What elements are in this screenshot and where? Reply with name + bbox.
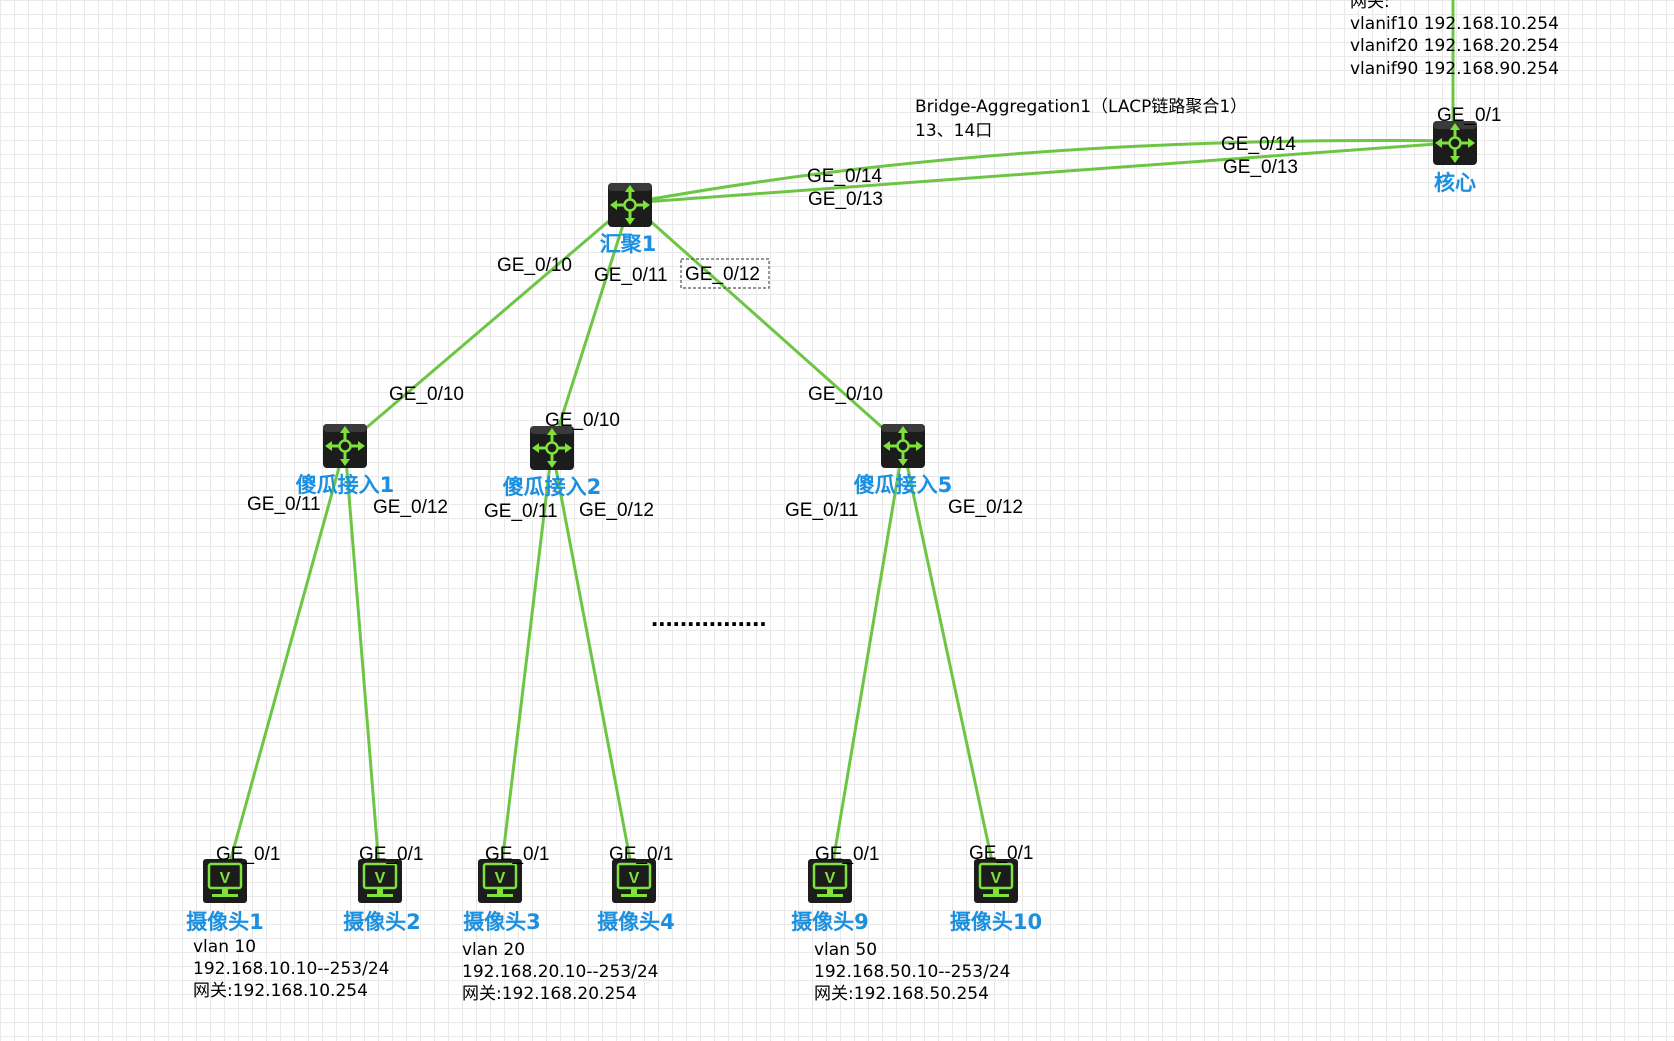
port-label: GE_0/10 <box>497 255 572 276</box>
port-label: GE_0/10 <box>389 384 464 405</box>
monitor-v-icon <box>806 857 854 905</box>
device-label-agg1: 汇聚1 <box>600 232 657 256</box>
device-label-cam4: 摄像头4 <box>597 910 675 934</box>
link-agg1-acc2 <box>550 202 632 449</box>
camera-note-range: 192.168.10.10--253/24 <box>193 959 389 979</box>
port-labels: GE_0/1 GE_0/14 GE_0/13 GE_0/14 GE_0/13 G… <box>216 105 1501 865</box>
camera-notes-group1: vlan 10 192.168.10.10--253/24 网关:192.168… <box>193 937 389 1001</box>
device-label-acc5: 傻瓜接入5 <box>854 473 953 497</box>
link-acc1-cam2 <box>343 445 382 881</box>
port-label: GE_0/1 <box>485 844 549 865</box>
core-vlanif20: vlanif20 192.168.20.254 <box>1350 36 1559 56</box>
device-cam2[interactable]: 摄像头2 <box>343 857 421 934</box>
device-label-acc1: 傻瓜接入1 <box>296 473 395 497</box>
device-cam1[interactable]: 摄像头1 <box>186 857 264 934</box>
camera-notes-group3: vlan 50 192.168.50.10--253/24 网关:192.168… <box>814 940 1010 1004</box>
device-acc5[interactable]: 傻瓜接入5 <box>854 422 953 497</box>
port-label: GE_0/14 <box>807 166 882 187</box>
device-cam9[interactable]: 摄像头9 <box>791 857 869 934</box>
device-label-cam9: 摄像头9 <box>791 910 869 934</box>
port-label: GE_0/13 <box>1223 157 1298 178</box>
link-agg1-acc1 <box>344 201 631 448</box>
link-acc5-cam9 <box>828 445 905 881</box>
device-label-cam10: 摄像头10 <box>950 910 1042 934</box>
camera-note-range: 192.168.20.10--253/24 <box>462 962 658 982</box>
aggregation-note-line1: Bridge-Aggregation1（LACP链路聚合1） <box>915 97 1247 117</box>
camera-note-vlan: vlan 10 <box>193 937 256 957</box>
port-label: GE_0/1 <box>969 843 1033 864</box>
link-acc2-cam3 <box>498 447 554 881</box>
core-vlanif90: vlanif90 192.168.90.254 <box>1350 59 1559 79</box>
port-label: GE_0/12 <box>579 500 654 521</box>
monitor-v-icon <box>476 857 524 905</box>
camera-notes-group2: vlan 20 192.168.20.10--253/24 网关:192.168… <box>462 940 658 1004</box>
port-label: GE_0/14 <box>1221 134 1296 155</box>
device-acc1[interactable]: 傻瓜接入1 <box>296 422 395 497</box>
port-label: GE_0/11 <box>247 494 321 515</box>
link-acc2-cam4 <box>550 447 636 881</box>
camera-note-vlan: vlan 50 <box>814 940 877 960</box>
device-label-cam1: 摄像头1 <box>186 910 264 934</box>
router-arrows-icon <box>1431 119 1479 167</box>
port-label: GE_0/11 <box>594 265 668 286</box>
links <box>223 0 1455 881</box>
monitor-v-icon <box>201 857 249 905</box>
device-cam4[interactable]: 摄像头4 <box>597 857 675 934</box>
port-label: GE_0/12 <box>685 264 760 285</box>
port-label: GE_0/12 <box>373 497 448 518</box>
aggregation-note-line2: 13、14口 <box>915 121 992 141</box>
aggregation-note: Bridge-Aggregation1（LACP链路聚合1） 13、14口 <box>915 97 1247 141</box>
port-label: GE_0/1 <box>216 844 280 865</box>
port-label: GE_0/1 <box>1437 105 1501 126</box>
port-label: GE_0/10 <box>545 410 620 431</box>
camera-note-gateway: 网关:192.168.20.254 <box>462 984 637 1004</box>
device-cam10[interactable]: 摄像头10 <box>950 857 1042 934</box>
selection-box <box>680 258 770 289</box>
router-arrows-icon <box>528 424 576 472</box>
camera-note-gateway: 网关:192.168.50.254 <box>814 984 989 1004</box>
link-acc5-cam10 <box>901 445 998 881</box>
core-gateway-notes: 网关: vlanif10 192.168.10.254 vlanif20 192… <box>1350 0 1559 79</box>
link-agg1-acc5 <box>629 201 904 448</box>
camera-note-gateway: 网关:192.168.10.254 <box>193 981 368 1001</box>
camera-note-vlan: vlan 20 <box>462 940 525 960</box>
port-label: GE_0/11 <box>785 500 859 521</box>
link-agg1-core-ge13 <box>629 141 1451 205</box>
device-label-core: 核心 <box>1434 171 1476 195</box>
port-label: GE_0/12 <box>948 497 1023 518</box>
monitor-v-icon <box>972 857 1020 905</box>
device-agg1[interactable]: 汇聚1 <box>600 181 657 256</box>
device-label-acc2: 傻瓜接入2 <box>503 475 602 499</box>
core-vlanif10: vlanif10 192.168.10.254 <box>1350 14 1559 34</box>
core-gateway-label: 网关: <box>1350 0 1390 12</box>
link-acc1-cam1 <box>223 445 347 881</box>
device-acc2[interactable]: 傻瓜接入2 <box>503 424 602 499</box>
router-arrows-icon <box>606 181 654 229</box>
ellipsis-more-devices: ................ <box>651 602 767 632</box>
camera-note-range: 192.168.50.10--253/24 <box>814 962 1010 982</box>
monitor-v-icon <box>356 857 404 905</box>
router-arrows-icon <box>321 422 369 470</box>
port-label: GE_0/1 <box>815 844 879 865</box>
link-agg1-core-ge14 <box>629 139 1451 205</box>
port-label: GE_0/11 <box>484 501 558 522</box>
port-label: GE_0/10 <box>808 384 883 405</box>
monitor-v-icon <box>610 857 658 905</box>
device-label-cam3: 摄像头3 <box>463 910 541 934</box>
device-core[interactable]: 核心 <box>1431 119 1479 195</box>
device-cam3[interactable]: 摄像头3 <box>463 857 541 934</box>
router-arrows-icon <box>879 422 927 470</box>
port-label: GE_0/1 <box>609 844 673 865</box>
device-label-cam2: 摄像头2 <box>343 910 421 934</box>
port-label: GE_0/13 <box>808 189 883 210</box>
port-label: GE_0/1 <box>359 844 423 865</box>
